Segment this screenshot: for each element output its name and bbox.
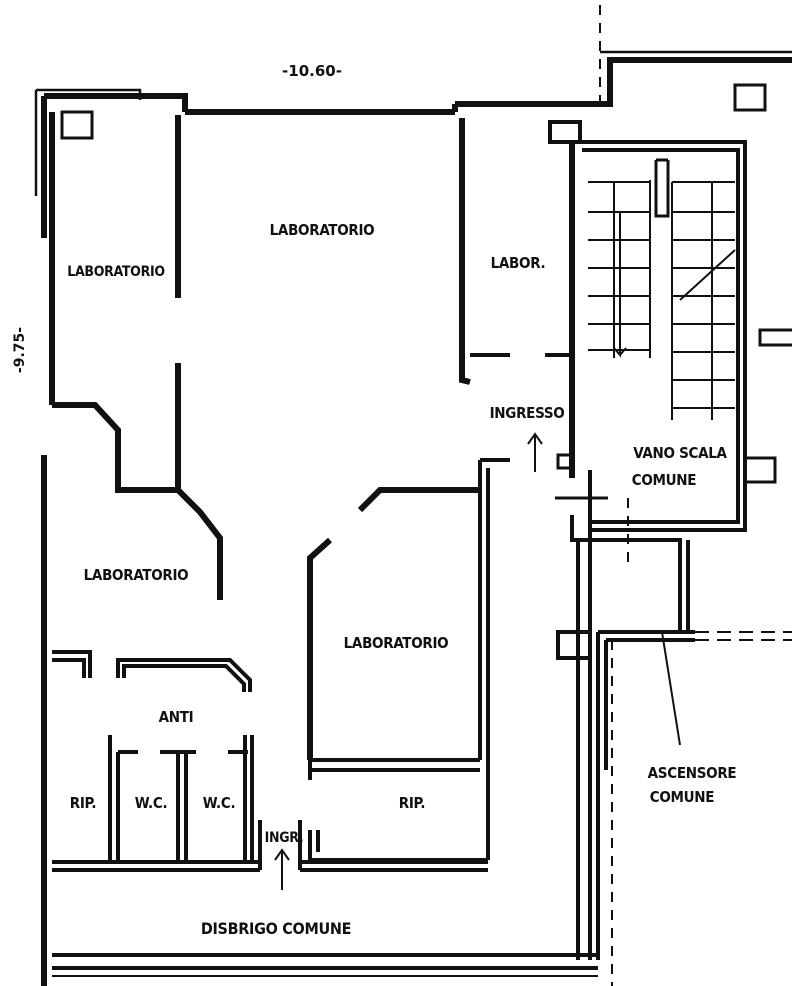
dimension-width: -10.60- bbox=[282, 62, 342, 80]
label-lab-top-right: LABOR. bbox=[491, 254, 546, 272]
stairwell bbox=[555, 5, 792, 570]
label-lift-line2: COMUNE bbox=[650, 788, 715, 806]
label-lab-mid-left: LABORATORIO bbox=[84, 566, 189, 584]
label-wc-1: W.C. bbox=[135, 794, 168, 812]
label-ingresso: INGRESSO bbox=[490, 404, 565, 422]
label-stair-line2: COMUNE bbox=[632, 471, 697, 489]
label-ingr: INGR. bbox=[265, 830, 304, 846]
label-rip-right: RIP. bbox=[399, 794, 425, 812]
label-lab-top-center: LABORATORIO bbox=[270, 221, 375, 239]
interior-walls bbox=[52, 115, 582, 872]
lift-area bbox=[556, 515, 792, 986]
main-entrance-arrow bbox=[527, 432, 543, 472]
entrance-arrows bbox=[274, 432, 543, 890]
label-rip-left: RIP. bbox=[70, 794, 96, 812]
label-anti: ANTI bbox=[159, 708, 194, 726]
label-lift-line1: ASCENSORE bbox=[648, 764, 737, 782]
label-lab-center: LABORATORIO bbox=[344, 634, 449, 652]
outer-walls bbox=[34, 50, 792, 986]
label-wc-2: W.C. bbox=[203, 794, 236, 812]
label-lab-top-left: LABORATORIO bbox=[67, 264, 165, 280]
dimension-depth: -9.75- bbox=[12, 327, 28, 373]
secondary-entrance-arrow bbox=[274, 848, 290, 890]
label-corridor: DISBRIGO COMUNE bbox=[201, 919, 351, 938]
label-stair-line1: VANO SCALA bbox=[633, 444, 727, 462]
